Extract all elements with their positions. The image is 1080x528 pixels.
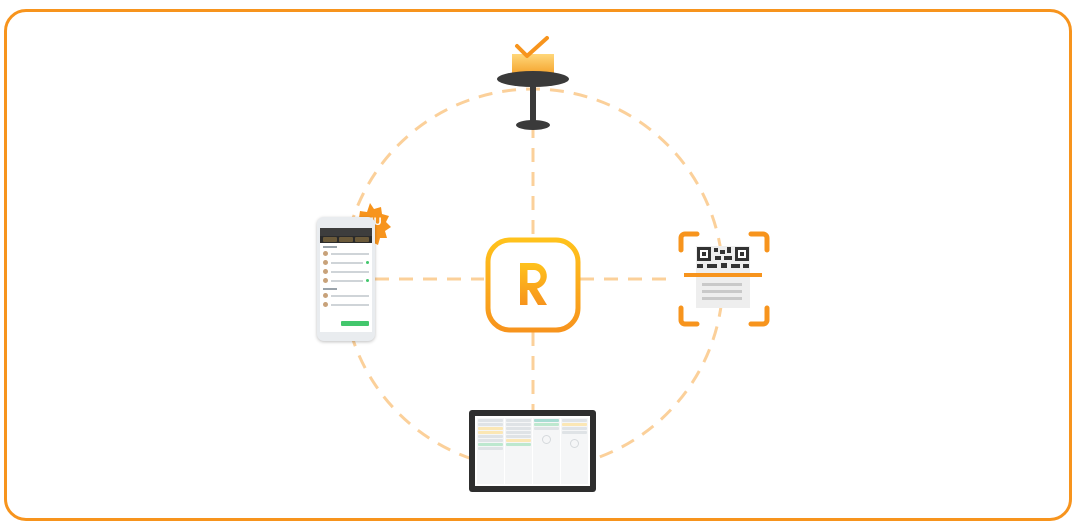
phone-confirm-button xyxy=(341,321,369,326)
resmio-logo-icon xyxy=(485,237,581,333)
smartphone-guest-list-app xyxy=(317,217,375,341)
qr-code-receipt-scan-icon xyxy=(678,231,770,327)
tablet-reservation-overview xyxy=(469,410,596,492)
table-with-checked-reservation-icon xyxy=(497,36,569,130)
tablet-screen xyxy=(475,416,590,486)
phone-screen xyxy=(320,228,372,332)
